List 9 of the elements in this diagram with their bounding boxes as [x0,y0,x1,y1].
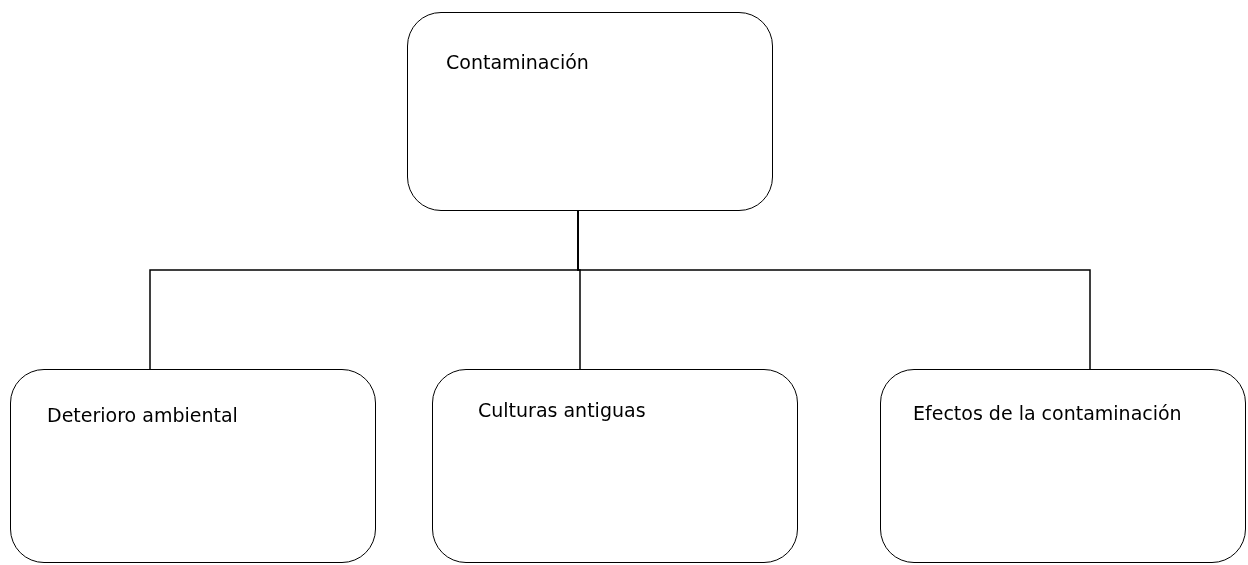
rounded-box [407,12,773,211]
box-label: Efectos de la contaminación [913,401,1183,426]
rounded-box [880,369,1246,563]
box-label: Culturas antiguas [478,398,647,423]
rounded-box [10,369,376,563]
rounded-box [432,369,798,563]
box-label: Contaminación [446,50,590,75]
box-label: Deterioro ambiental [47,403,239,428]
connector-line [577,210,1091,370]
